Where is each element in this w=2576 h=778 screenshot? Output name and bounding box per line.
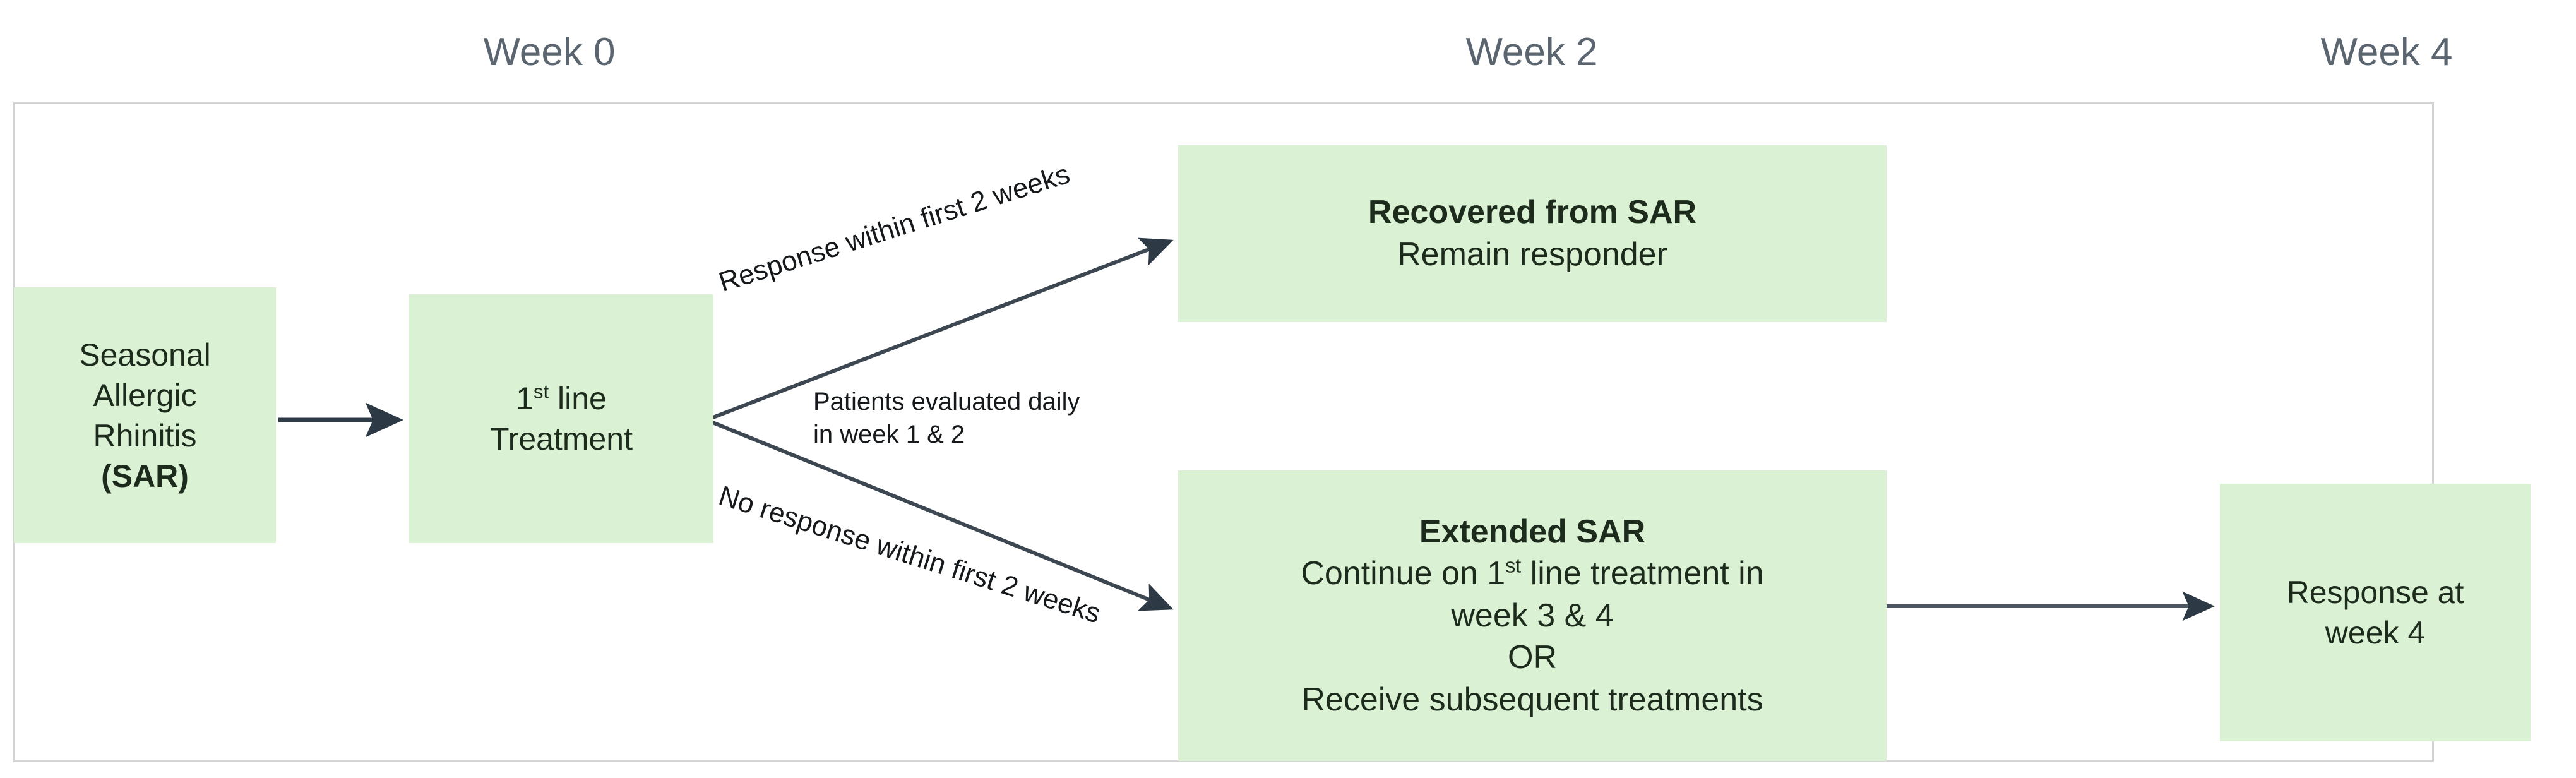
node-recovered-from-sar[interactable]: Recovered from SAR Remain responder (1178, 145, 1887, 322)
extended-line-2-post: line treatment in (1521, 555, 1764, 592)
treatment-line-2: Treatment (489, 421, 633, 457)
response4-line-1: Response at (2286, 575, 2464, 610)
recovered-title: Recovered from SAR (1368, 194, 1697, 231)
treatment-ordinal-suffix: st (533, 380, 549, 403)
extended-ordinal-suffix: st (1505, 554, 1522, 577)
extended-line-3: week 3 & 4 (1451, 597, 1614, 634)
recovered-subtitle: Remain responder (1397, 236, 1667, 273)
edge-label-patients-evaluated-daily: Patients evaluated daily in week 1 & 2 (813, 385, 1080, 451)
week-header-week-0: Week 0 (483, 30, 616, 74)
evaluated-line-2: in week 1 & 2 (813, 421, 965, 448)
sar-line-2: Allergic (93, 377, 197, 413)
sar-line-1: Seasonal (79, 337, 211, 373)
node-seasonal-allergic-rhinitis[interactable]: Seasonal Allergic Rhinitis (SAR) (14, 287, 276, 543)
treatment-line-1: 1st line (516, 378, 607, 419)
extended-title: Extended SAR (1419, 513, 1646, 550)
evaluated-line-1: Patients evaluated daily (813, 388, 1080, 416)
treatment-ordinal-number: 1 (516, 381, 534, 416)
node-extended-sar[interactable]: Extended SAR Continue on 1st line treatm… (1178, 470, 1887, 761)
response4-line-2: week 4 (2325, 615, 2426, 650)
sar-line-3: Rhinitis (93, 417, 197, 453)
week-header-week-4: Week 4 (2320, 30, 2453, 74)
extended-line-2-pre: Continue on 1 (1301, 555, 1506, 592)
sar-line-4-abbreviation: (SAR) (101, 458, 189, 494)
extended-line-5: Receive subsequent treatments (1301, 681, 1763, 718)
extended-line-4-or: OR (1508, 639, 1557, 676)
node-response-at-week-4[interactable]: Response at week 4 (2220, 484, 2531, 741)
week-header-week-2: Week 2 (1465, 30, 1598, 74)
treatment-line-1-rest: line (549, 381, 607, 416)
extended-line-2: Continue on 1st line treatment in (1301, 553, 1763, 595)
node-first-line-treatment[interactable]: 1st line Treatment (409, 294, 713, 543)
